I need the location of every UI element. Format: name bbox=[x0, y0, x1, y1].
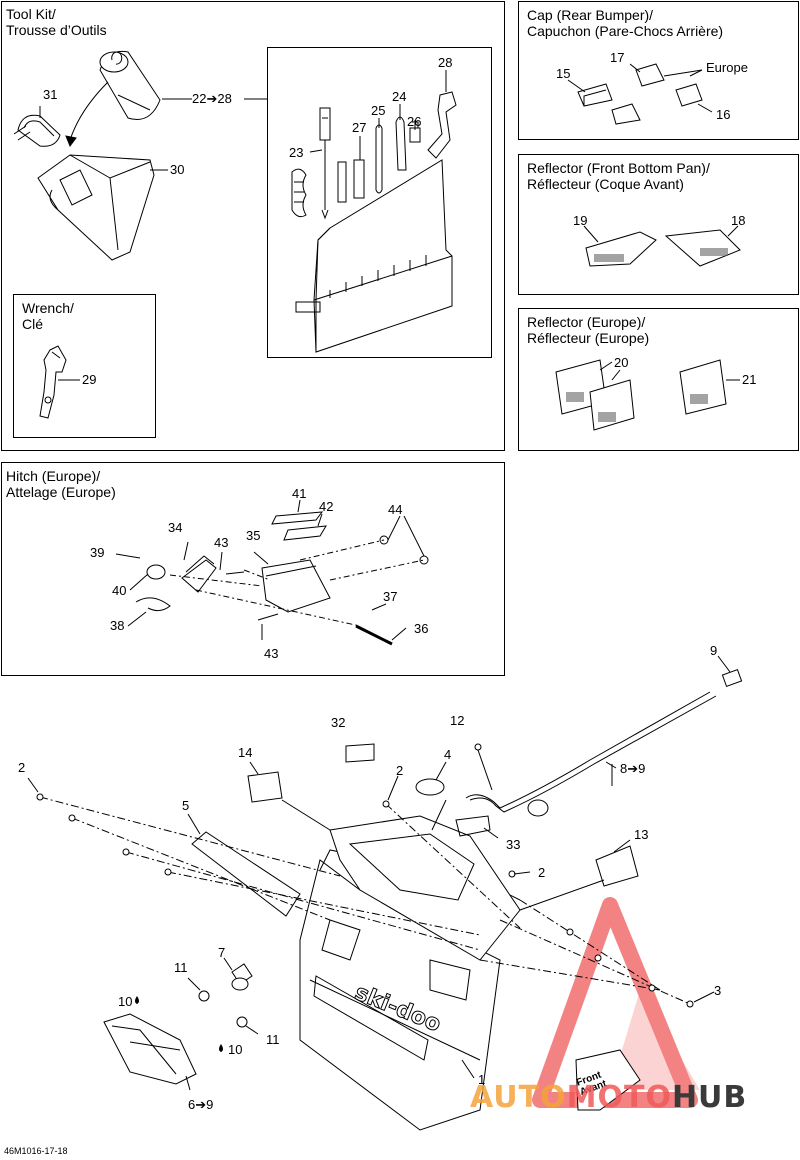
callout-18: 18 bbox=[731, 213, 746, 228]
callout-5: 5 bbox=[182, 798, 190, 813]
callout-12: 12 bbox=[450, 713, 465, 728]
callout-37: 37 bbox=[383, 589, 398, 604]
tool-bag bbox=[99, 50, 161, 120]
callout-11-bottom: 11 bbox=[266, 1032, 280, 1047]
callout-21: 21 bbox=[742, 372, 757, 387]
tool-tray bbox=[295, 159, 453, 353]
rear-panel bbox=[329, 815, 521, 961]
callout-1: 1 bbox=[478, 1072, 486, 1087]
callout-15: 15 bbox=[556, 66, 571, 81]
sealant-icon bbox=[135, 996, 223, 1052]
hitch-assembly bbox=[135, 511, 429, 646]
watermark-triangle bbox=[532, 897, 700, 1108]
callout-40: 40 bbox=[112, 583, 127, 598]
callout-8-9: 8➔9 bbox=[620, 761, 646, 776]
callout-29: 29 bbox=[82, 372, 97, 387]
callout-17: 17 bbox=[610, 50, 625, 65]
callout-22-28: 22➔28 bbox=[192, 91, 232, 106]
callout-19: 19 bbox=[573, 213, 588, 228]
hitch-title: Hitch (Europe)/Attelage (Europe) bbox=[6, 468, 116, 500]
callout-42: 42 bbox=[319, 499, 334, 514]
callout-35: 35 bbox=[246, 528, 261, 543]
callout-11-top: 11 bbox=[174, 960, 188, 975]
callout-26: 26 bbox=[407, 114, 422, 129]
callout-32: 32 bbox=[331, 715, 346, 730]
bumper-caps bbox=[577, 63, 703, 125]
callout-13: 13 bbox=[634, 827, 649, 842]
callout-europe: Europe bbox=[706, 60, 748, 75]
callout-30: 30 bbox=[170, 162, 185, 177]
wrench bbox=[39, 345, 67, 419]
cap-title: Cap (Rear Bumper)/Capuchon (Pare-Chocs A… bbox=[527, 7, 724, 39]
callout-10-right: 10 bbox=[228, 1042, 243, 1057]
wrench-title: Wrench/Clé bbox=[22, 300, 74, 332]
wrench-panel bbox=[13, 294, 156, 438]
callout-2-right: 2 bbox=[538, 865, 546, 880]
callout-2-left: 2 bbox=[18, 760, 26, 775]
callout-24: 24 bbox=[392, 89, 407, 104]
callout-43-top: 43 bbox=[214, 535, 229, 550]
callout-14: 14 bbox=[238, 745, 253, 760]
callout-16: 16 bbox=[716, 107, 731, 122]
callout-41: 41 bbox=[292, 486, 307, 501]
reflector-europe-title: Reflector (Europe)/Réflecteur (Europe) bbox=[527, 314, 650, 346]
callout-10-left: 10 bbox=[118, 994, 133, 1009]
callout-34: 34 bbox=[168, 520, 183, 535]
callout-28: 28 bbox=[438, 55, 453, 70]
callout-38: 38 bbox=[110, 618, 125, 633]
callout-3: 3 bbox=[714, 983, 722, 998]
reflector-front-title: Reflector (Front Bottom Pan)/Réflecteur … bbox=[527, 160, 710, 192]
callout-6-9: 6➔9 bbox=[188, 1097, 214, 1112]
callout-31: 31 bbox=[43, 87, 58, 102]
taillight bbox=[103, 1013, 197, 1085]
callout-2-top: 2 bbox=[396, 763, 404, 778]
callout-44: 44 bbox=[388, 502, 403, 517]
callout-43-bottom: 43 bbox=[264, 646, 279, 661]
callout-36: 36 bbox=[414, 621, 429, 636]
watermark-logo: AUTOMOTOHUB bbox=[470, 1080, 748, 1115]
diagram-code: 46M1016-17-18 bbox=[4, 1146, 68, 1156]
screwdriver bbox=[319, 107, 331, 220]
bits bbox=[291, 168, 307, 218]
callout-4: 4 bbox=[444, 747, 452, 762]
tool-bracket bbox=[37, 154, 155, 261]
callout-33: 33 bbox=[506, 837, 521, 852]
reflector-front-panel bbox=[518, 154, 799, 295]
callout-27: 27 bbox=[352, 120, 367, 135]
callout-9: 9 bbox=[710, 643, 718, 658]
callout-23: 23 bbox=[289, 145, 304, 160]
callout-25: 25 bbox=[371, 103, 386, 118]
callout-7: 7 bbox=[218, 945, 226, 960]
hitch-panel bbox=[1, 462, 505, 676]
callout-39: 39 bbox=[90, 545, 105, 560]
callout-20: 20 bbox=[614, 355, 629, 370]
strap bbox=[13, 114, 61, 147]
tool-kit-title: Tool Kit/Trousse d’Outils bbox=[6, 6, 107, 38]
